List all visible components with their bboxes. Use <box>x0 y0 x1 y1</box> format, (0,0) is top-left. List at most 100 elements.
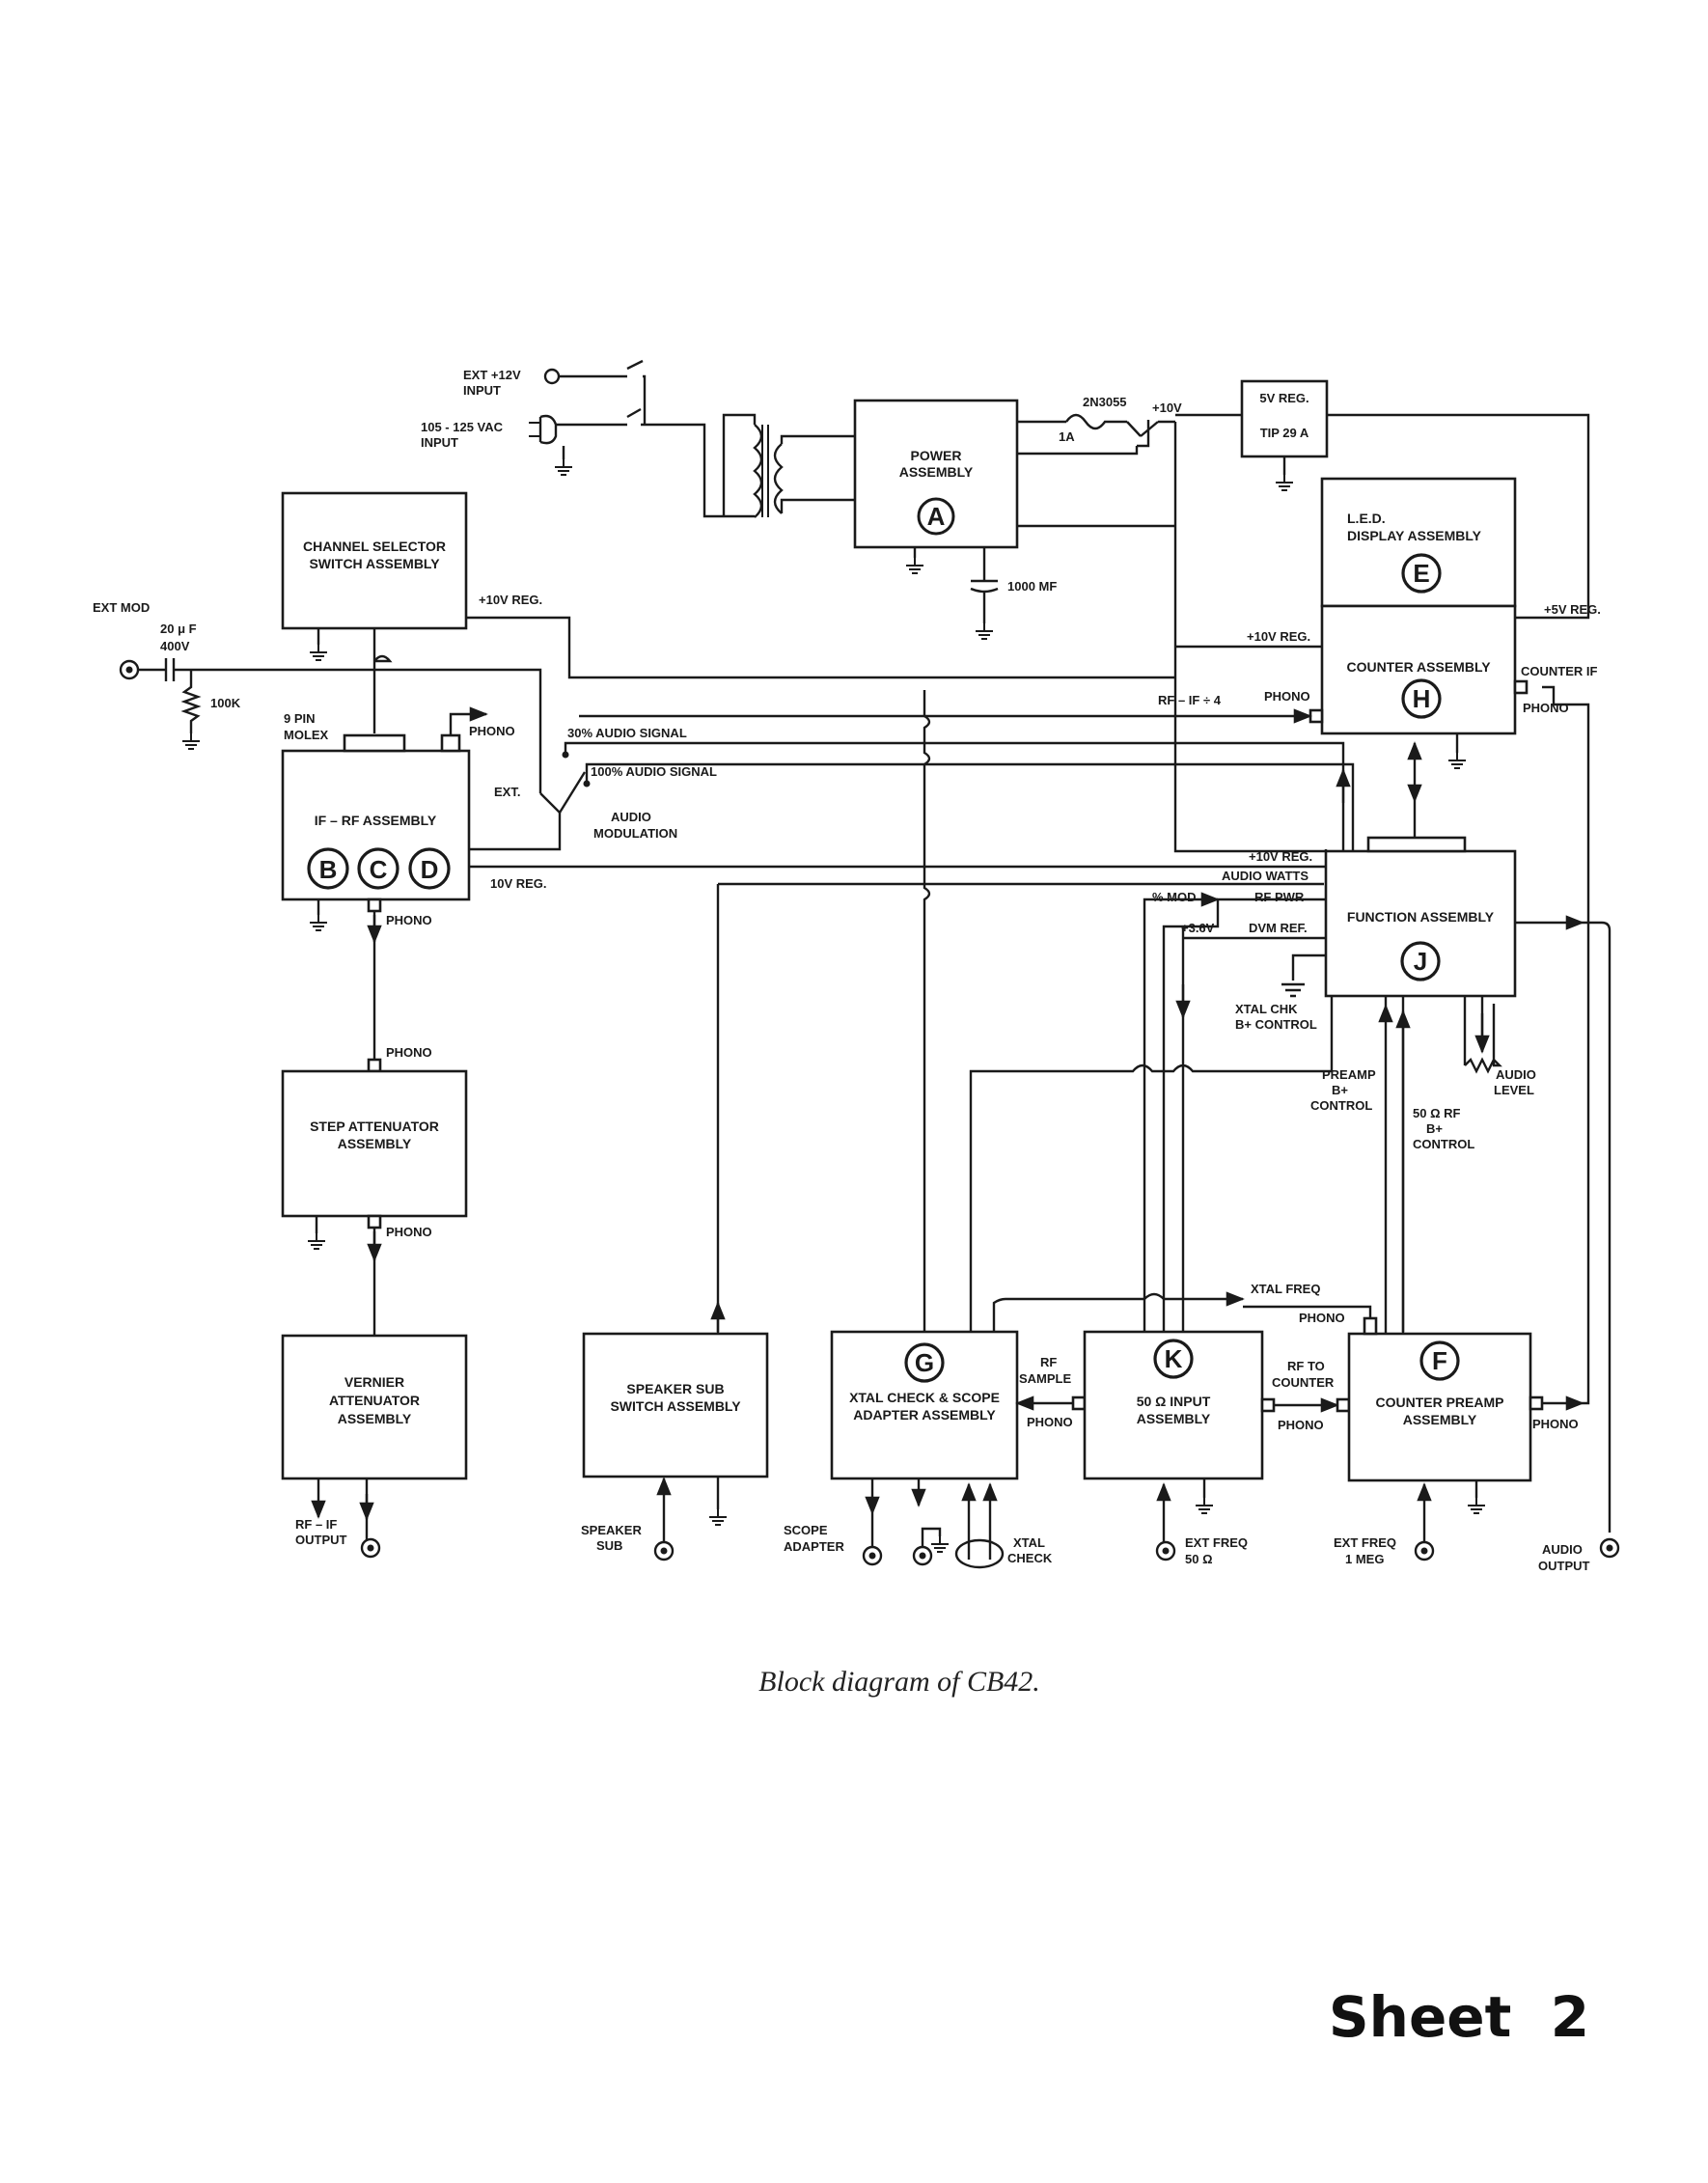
xtal-check-letter-circle <box>904 1342 945 1383</box>
scope-adapter-label-2: ADAPTER <box>784 1539 844 1554</box>
audio30-label: 30% AUDIO SIGNAL <box>567 726 687 740</box>
xtal-check-label: XTAL <box>1013 1535 1045 1550</box>
ext-mod-label: EXT MOD <box>93 600 150 615</box>
led-display-title: L.E.D. <box>1347 511 1386 526</box>
fuse-icon <box>1017 413 1127 430</box>
vac-label: 105 - 125 VAC <box>421 420 504 434</box>
rf-pwr-label: RF PWR <box>1254 890 1305 904</box>
transformer-icon <box>722 413 855 518</box>
rf-sample-label-2: SAMPLE <box>1019 1371 1072 1386</box>
audio-level-pot-icon <box>1464 1004 1502 1074</box>
diagram-caption: Block diagram of CB42. <box>758 1666 1040 1698</box>
chsel-to-ifrf-wire <box>372 628 393 733</box>
phono-step-out-connector <box>367 1214 382 1230</box>
step-attenuator-block <box>281 1069 468 1218</box>
vernier-title-3: ASSEMBLY <box>338 1411 412 1426</box>
dvm-ref-label: DVM REF. <box>1249 921 1308 935</box>
cap20-label: 20 μ F <box>160 622 197 636</box>
preamp-b-label: PREAMP <box>1322 1067 1376 1082</box>
sheet-label: Sheet 2 <box>1329 1984 1589 2050</box>
channel-selector-block <box>281 491 468 630</box>
power-assembly-title-2: ASSEMBLY <box>899 464 974 480</box>
pct-mod-label: % MOD <box>1152 890 1197 904</box>
audio100-wire <box>585 762 1355 803</box>
counter-if-connector <box>1513 679 1529 695</box>
plus10v-label: +10V <box>1152 401 1182 415</box>
reg10v-counter-label: +10V REG. <box>1247 629 1310 644</box>
reg5v-led-label: +5V REG. <box>1544 602 1601 617</box>
power-assembly-letter: A <box>927 502 946 531</box>
ext12v-switch <box>559 359 647 405</box>
xtal-check-letter: G <box>915 1348 934 1377</box>
speaker-sub-label-2: SUB <box>596 1538 622 1553</box>
if-rf-title: IF – RF ASSEMBLY <box>315 813 437 828</box>
function-ground-icon <box>1281 982 1305 998</box>
5v-reg-output-wire <box>1327 413 1590 620</box>
speaker-sub-label: SPEAKER <box>581 1523 642 1537</box>
audio-watts-label: AUDIO WATTS <box>1222 869 1309 883</box>
phono-ifrf-wire <box>449 706 488 735</box>
channel-selector-title-2: SWITCH ASSEMBLY <box>309 556 440 571</box>
transistor-icon <box>1017 420 1175 456</box>
ext12v-label-2: INPUT <box>463 383 501 398</box>
5v-reg-title: 5V REG. <box>1259 391 1309 405</box>
phono-preamp-top-label: PHONO <box>1299 1311 1345 1325</box>
ac-plug-icon <box>529 414 573 476</box>
counter-if-return-wire <box>1542 685 1590 1405</box>
vernier-attenuator-block <box>281 1334 468 1480</box>
reg10v-top-label: +10V REG. <box>479 593 542 607</box>
rf-if4-label: RF – IF ÷ 4 <box>1158 693 1222 707</box>
audio-level-label: AUDIO <box>1496 1067 1536 1082</box>
audio-mod-label: AUDIO <box>611 810 651 824</box>
preamp-b-label-3: CONTROL <box>1310 1098 1372 1113</box>
5v-reg-title-2: TIP 29 A <box>1260 426 1309 440</box>
phono-step-in-label: PHONO <box>386 1045 432 1060</box>
audio-level-label-2: LEVEL <box>1494 1083 1534 1097</box>
rf-counter-label-2: COUNTER <box>1272 1375 1335 1390</box>
phono-counter-in-label: PHONO <box>1264 689 1310 704</box>
capacitor-1000mf-icon <box>970 547 999 640</box>
led-display-letter: E <box>1413 559 1429 588</box>
center-bus-wire <box>923 690 931 1332</box>
audio-mod-switch-icon <box>539 771 587 815</box>
reg10v-ifrf-label: 10V REG. <box>490 876 547 891</box>
ext-freq1m-label: EXT FREQ <box>1334 1535 1396 1550</box>
cap20-label-2: 400V <box>160 639 190 653</box>
9pin-molex-connector <box>343 733 406 753</box>
rf-counter-label: RF TO <box>1287 1359 1325 1373</box>
xtal-check-label-2: CHECK <box>1007 1551 1053 1565</box>
input-50ohm-letter: K <box>1165 1344 1183 1373</box>
phono-rfsample-connector <box>1071 1395 1087 1411</box>
pct-mod-wire <box>1143 892 1220 1332</box>
xtal-check-title: XTAL CHECK & SCOPE <box>849 1390 1000 1405</box>
vac-label-2: INPUT <box>421 435 458 450</box>
ext-freq50-jack-icon <box>1155 1540 1176 1561</box>
step-attenuator-title-2: ASSEMBLY <box>338 1136 412 1151</box>
led-display-letter-circle <box>1401 553 1442 594</box>
input-50ohm-title: 50 Ω INPUT <box>1137 1394 1211 1409</box>
counter-assembly-letter-circle <box>1401 678 1442 719</box>
svg-text:C: C <box>370 855 388 884</box>
phono-xtal-label: PHONO <box>1027 1415 1073 1429</box>
counter-preamp-title-2: ASSEMBLY <box>1403 1412 1477 1427</box>
phono-rfcounter-label: PHONO <box>1278 1418 1324 1432</box>
ext-freq1m-label-2: 1 MEG <box>1345 1552 1384 1566</box>
rf50-label-2: B+ <box>1426 1121 1443 1136</box>
rf50-label-3: CONTROL <box>1413 1137 1474 1151</box>
10v-to-function-wire <box>1173 676 1328 853</box>
cap1000-label: 1000 MF <box>1007 579 1057 594</box>
rf-pwr-wire <box>1162 898 1326 1332</box>
audio-output-label-2: OUTPUT <box>1538 1559 1590 1573</box>
speaker-sub-title-2: SWITCH ASSEMBLY <box>610 1398 741 1414</box>
5v-regulator-block <box>1240 379 1329 458</box>
pin9-label: 9 PIN <box>284 711 316 726</box>
reg10v-func-label: +10V REG. <box>1249 849 1312 864</box>
counter-if-label: COUNTER IF <box>1521 664 1598 678</box>
function-assembly-letter-circle <box>1400 941 1441 981</box>
speaker-sub-title: SPEAKER SUB <box>626 1381 724 1396</box>
ext12v-label: EXT +12V <box>463 368 521 382</box>
counter-preamp-letter: F <box>1432 1346 1447 1375</box>
speaker-sub-jack-icon <box>653 1540 675 1561</box>
audio-output-jack-icon <box>1599 1537 1620 1559</box>
xtal-freq-wire <box>992 1291 1245 1332</box>
